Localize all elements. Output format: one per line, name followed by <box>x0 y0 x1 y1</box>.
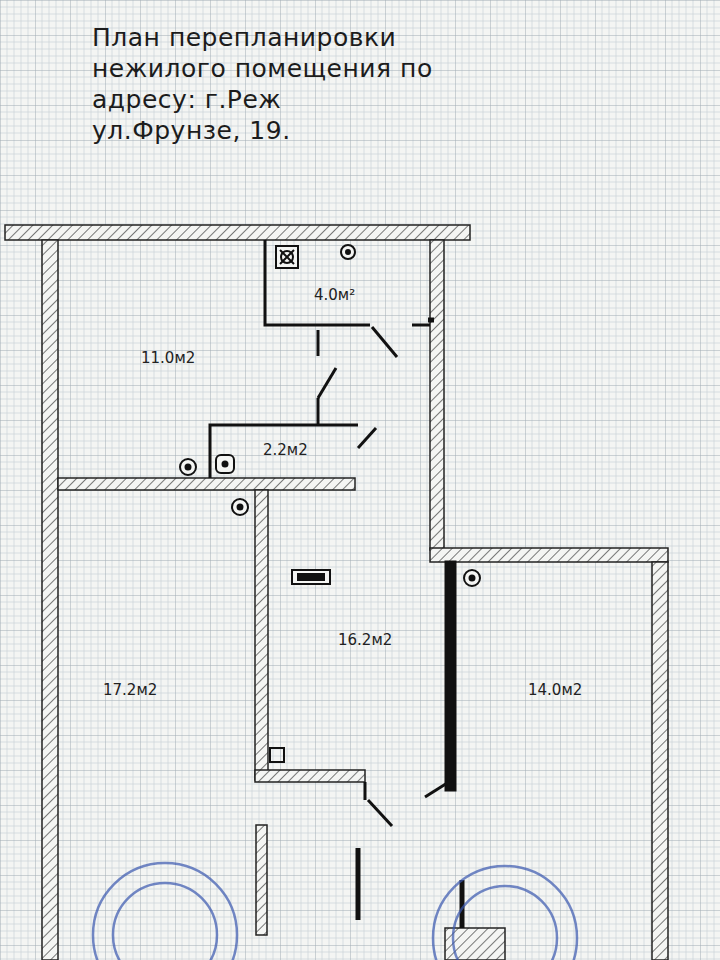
area-label: 2.2м2 <box>263 441 308 459</box>
area-label: 17.2м2 <box>103 681 157 699</box>
room-area: 2.2м2 <box>259 439 312 461</box>
partitions <box>210 240 462 928</box>
area-label: 11.0м2 <box>141 349 195 367</box>
walls <box>5 225 668 960</box>
room-area: 11.0м2 <box>137 347 199 369</box>
plan-title: План перепланировки нежилого помещения п… <box>92 22 437 146</box>
area-label: 16.2м2 <box>338 631 392 649</box>
room-area: 17.2м2 <box>99 679 161 701</box>
room-area: 14.0м2 <box>524 679 586 701</box>
area-label: 4.0м² <box>314 286 355 304</box>
area-label: 14.0м2 <box>528 681 582 699</box>
room-area: 16.2м2 <box>334 629 396 651</box>
fixtures <box>180 245 480 586</box>
room-area: 4.0м² <box>310 284 359 306</box>
stamps <box>93 863 577 960</box>
